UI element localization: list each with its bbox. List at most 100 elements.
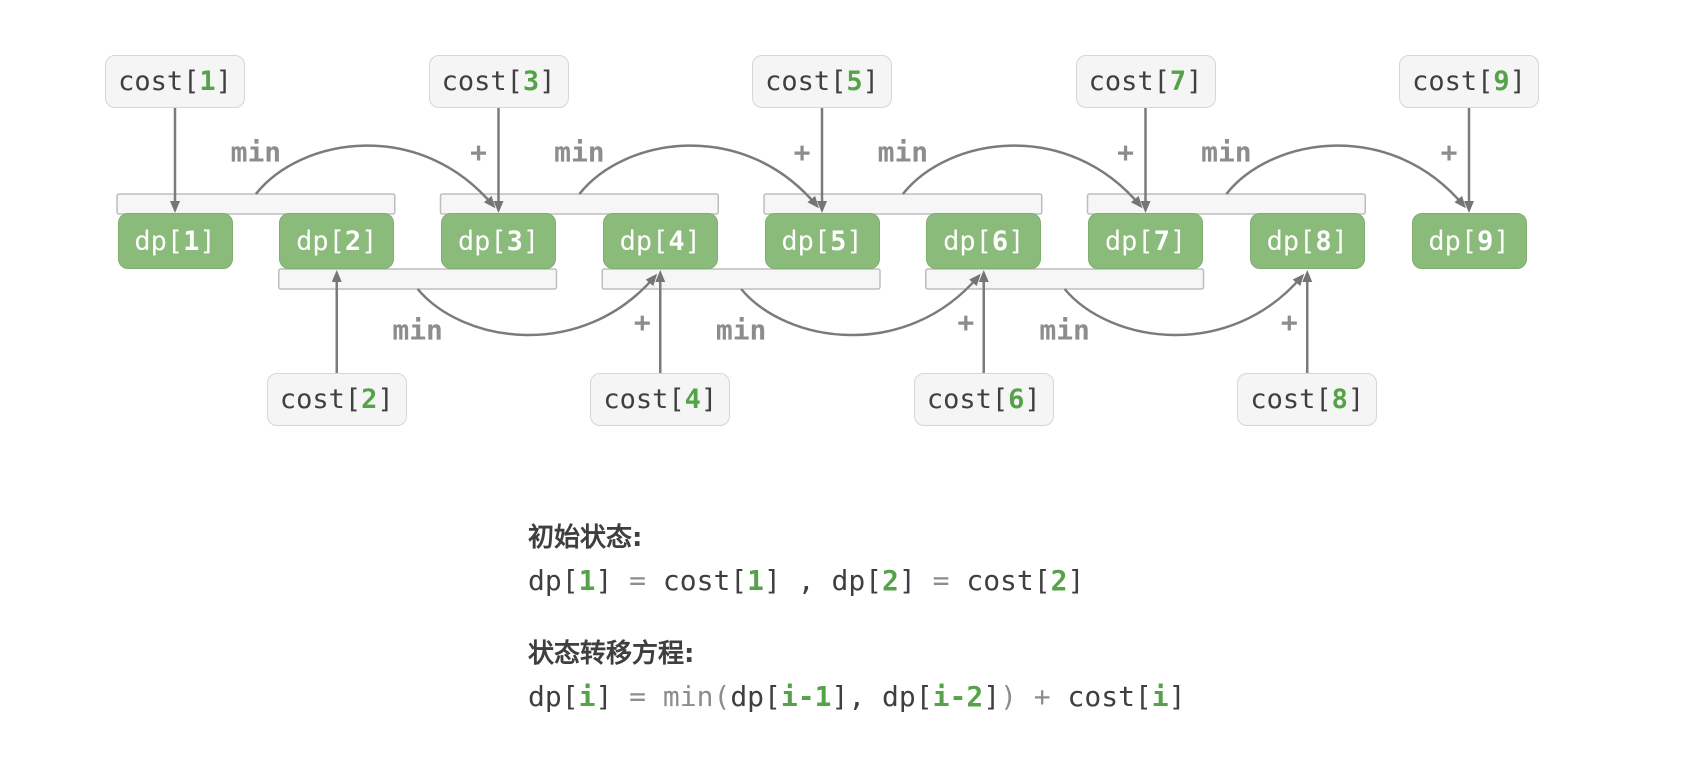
box-label-prefix: cost[ (926, 384, 1009, 415)
min-label: min (1039, 313, 1090, 347)
top-bracket-dp7-dp8 (1086, 193, 1366, 215)
box-label-suffix: ] (539, 66, 556, 97)
bottom-bracket-dp4-dp5 (601, 268, 881, 290)
min-arc-dp6-dp7-to-dp8 (1063, 273, 1305, 337)
box-label-suffix: ] (684, 225, 701, 257)
box-label-prefix: dp[ (296, 225, 345, 257)
equation-token: dp[ (882, 680, 933, 713)
box-label-prefix: cost[ (279, 384, 362, 415)
min-arc-dp4-dp5-to-dp6 (740, 273, 981, 337)
arrow-group (170, 108, 1474, 373)
box-label-prefix: cost[ (118, 66, 200, 97)
top-bracket-dp5-dp6 (763, 193, 1043, 215)
box-label-suffix: ] (862, 66, 879, 97)
plus-label: + (633, 305, 651, 339)
min-arc-dp3-dp4-to-dp5 (578, 144, 819, 209)
equation-token (865, 680, 882, 713)
box-label-prefix: cost[ (765, 66, 847, 97)
equation-token: cost[ (966, 564, 1051, 597)
plus-label: + (1440, 135, 1458, 169)
equation-token: 2 (882, 564, 899, 597)
box-label-suffix: ] (700, 384, 718, 415)
cost-box-4: cost[4] (590, 373, 731, 426)
box-label-index: 2 (361, 384, 378, 415)
initial-state-heading: 初始状态: (528, 523, 643, 553)
min-arc-dp2-dp3-to-dp4 (416, 273, 658, 337)
equation-token: = (932, 564, 950, 597)
box-label-suffix: ] (522, 225, 540, 257)
equation-token: 2 (1050, 564, 1068, 597)
box-label-prefix: dp[ (619, 225, 669, 257)
box-label-index: 9 (1477, 225, 1494, 257)
box-label-suffix: ] (199, 225, 216, 257)
bottom-bracket-dp6-dp7 (925, 268, 1205, 290)
box-label-prefix: dp[ (1428, 225, 1478, 257)
equation-token: dp[ (528, 680, 579, 713)
box-label-prefix: cost[ (441, 66, 523, 97)
equation-token: ( (713, 680, 731, 713)
box-label-suffix: ] (1331, 225, 1348, 257)
equation-token: dp[ (831, 564, 883, 597)
equation-token (1051, 680, 1068, 713)
box-label-suffix: ] (215, 66, 232, 97)
equation-token: ], (831, 680, 866, 713)
min-arc-dp7-dp8-to-dp9 (1225, 144, 1466, 209)
equation-token (612, 680, 629, 713)
box-label-index: 8 (1315, 225, 1332, 257)
equation-token: i (578, 680, 596, 713)
equation-token: ] (764, 564, 781, 597)
box-label-suffix: ] (361, 225, 378, 257)
transition-equation: dp[i] = min(dp[i-1], dp[i-2]) + cost[i] (528, 680, 1186, 713)
equation-token: cost[ (1067, 680, 1152, 713)
box-label-index: 7 (1169, 66, 1187, 97)
equation-token: , (780, 564, 832, 597)
equation-token: cost[ (662, 564, 748, 597)
dp-box-4: dp[4] (602, 213, 718, 269)
cost-box-8: cost[8] (1237, 373, 1378, 426)
box-label-prefix: dp[ (134, 225, 184, 257)
box-label-prefix: cost[ (1250, 384, 1332, 415)
equation-token: dp[ (730, 680, 781, 713)
equation-token: dp[ (528, 564, 579, 597)
box-label-suffix: ] (846, 225, 863, 257)
min-label: min (554, 135, 605, 169)
box-label-index: 1 (183, 225, 200, 257)
box-label-index: 3 (522, 66, 540, 97)
min-arc-dp5-dp6-to-dp7 (901, 144, 1143, 209)
box-label-prefix: dp[ (943, 225, 992, 257)
equation-token: ] (595, 564, 613, 597)
plus-label: + (470, 135, 487, 169)
equation-token (646, 564, 663, 597)
equation-token (949, 564, 966, 597)
min-arc-dp1-dp2-to-dp3 (254, 144, 496, 209)
transition-equation-heading: 状态转移方程: (528, 639, 695, 669)
equation-token (612, 564, 629, 597)
top-bracket-dp3-dp4 (439, 193, 719, 215)
min-label: min (392, 313, 443, 347)
box-label-prefix: dp[ (457, 225, 507, 257)
box-label-index: 4 (668, 225, 685, 257)
equation-token: i-2 (932, 680, 984, 713)
box-label-index: 5 (830, 225, 847, 257)
equation-token: ] (898, 564, 916, 597)
box-label-index: 9 (1493, 66, 1510, 97)
box-label-index: 3 (506, 225, 523, 257)
equation-token: ] (1168, 680, 1186, 713)
dp-box-1: dp[1] (117, 213, 233, 269)
plus-label: + (1117, 135, 1134, 169)
equation-token: 1 (747, 564, 765, 597)
equation-token (646, 680, 663, 713)
bottom-bracket-dp2-dp3 (278, 268, 558, 290)
arrows-layer (116, 108, 1474, 373)
box-label-suffix: ] (1509, 66, 1526, 97)
equation-token: = (629, 680, 647, 713)
box-label-index: 2 (344, 225, 362, 257)
box-label-prefix: cost[ (1412, 66, 1494, 97)
box-label-suffix: ] (1008, 225, 1025, 257)
equation-token (916, 564, 933, 597)
equation-token: = (629, 564, 647, 597)
min-label: min (715, 313, 767, 347)
box-label-index: 4 (684, 384, 701, 415)
box-label-suffix: ] (377, 384, 394, 415)
